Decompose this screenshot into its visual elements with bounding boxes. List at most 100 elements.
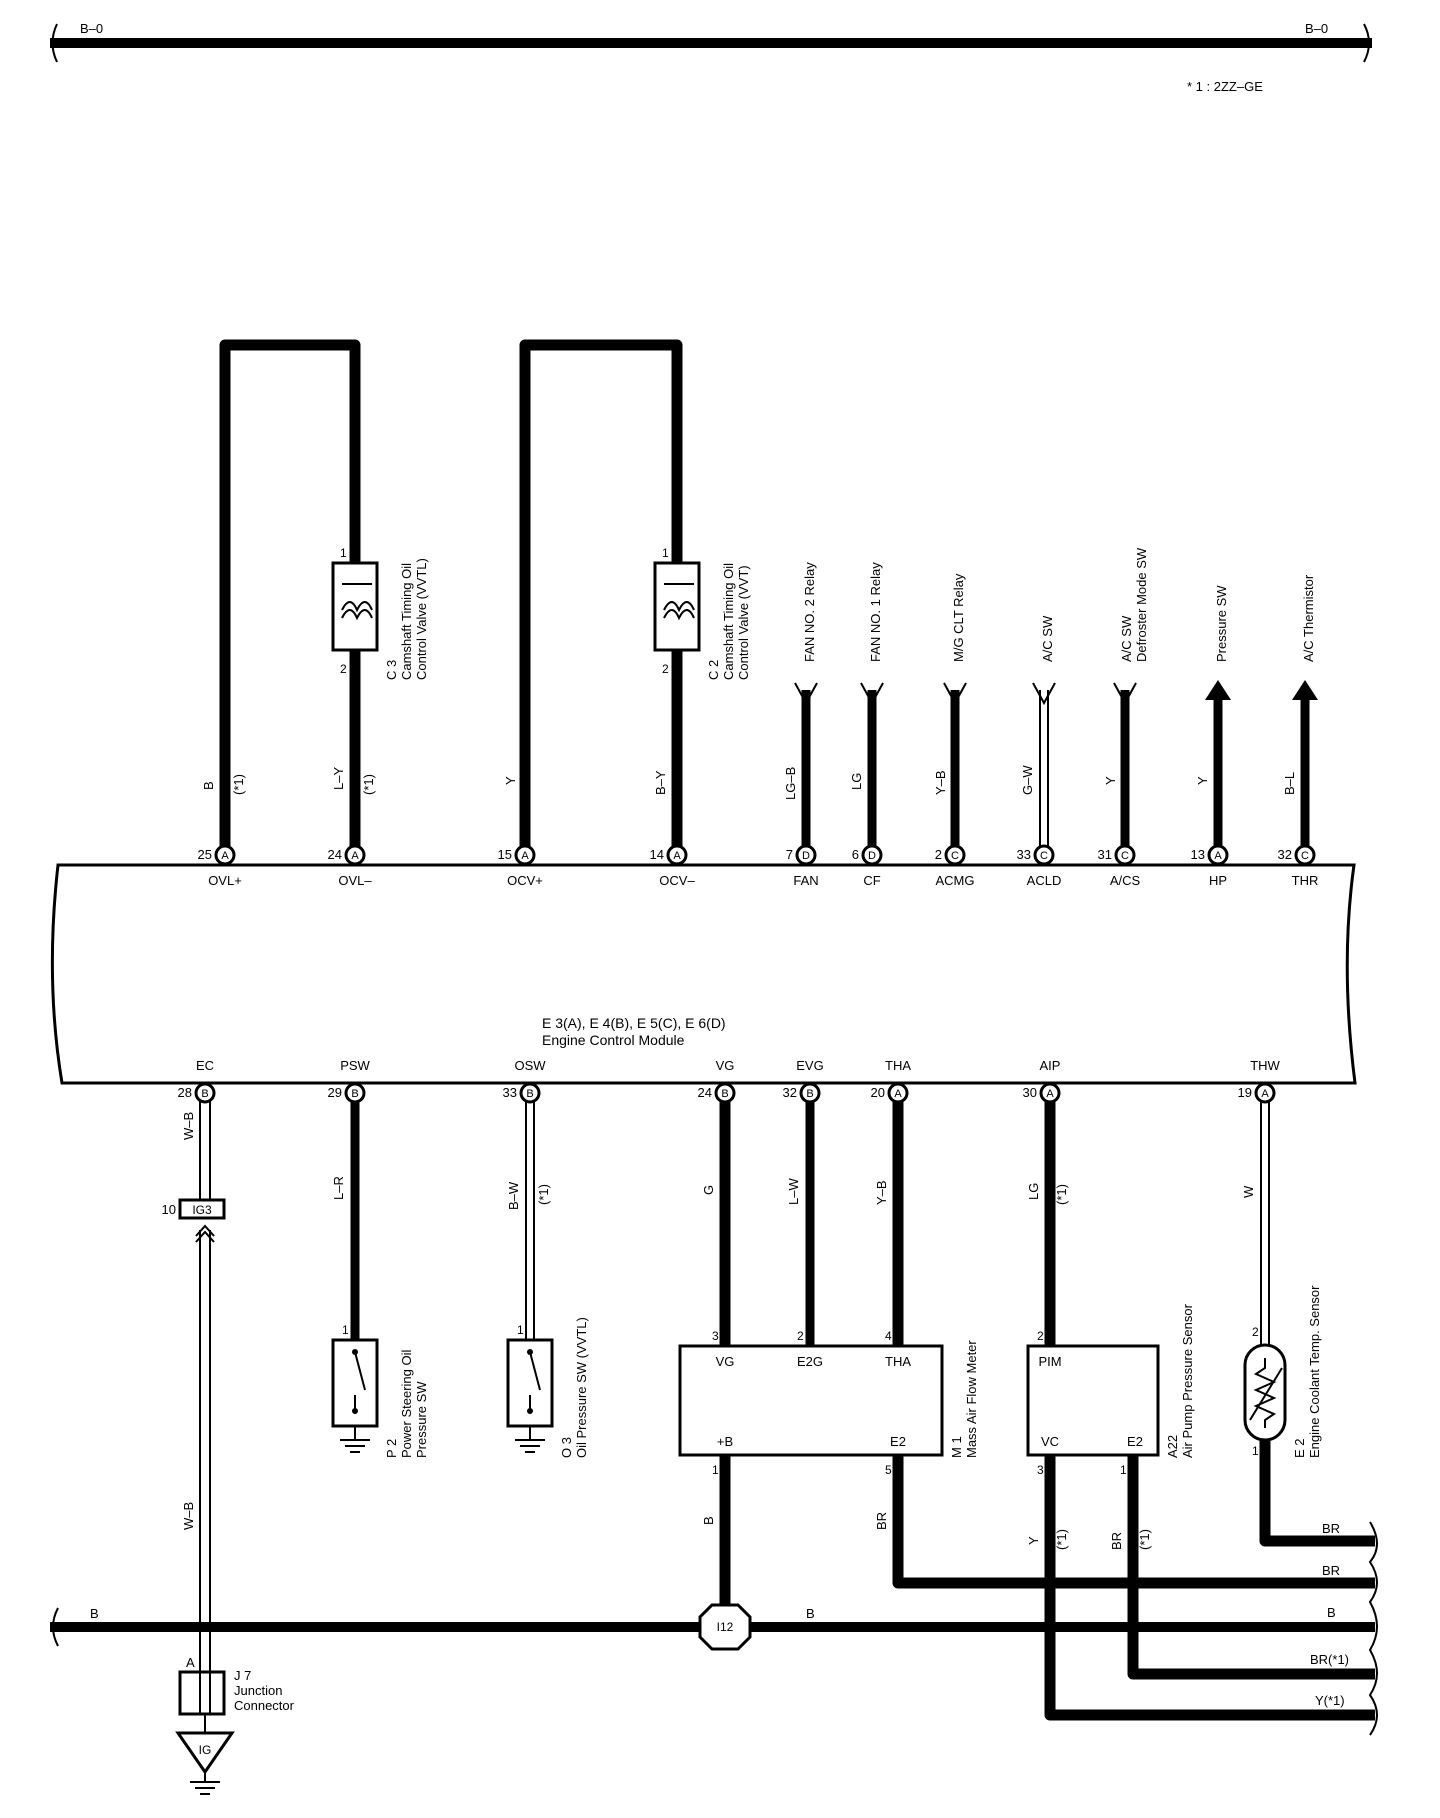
pin-conn: A — [221, 850, 229, 862]
pin-cf: D 6 CF — [852, 844, 883, 888]
pin-name: CF — [863, 873, 880, 888]
pin-name: ACLD — [1027, 873, 1062, 888]
dest-ac-thermistor: A/C Thermistor — [1301, 574, 1316, 662]
pin-hp: A 13 HP — [1191, 844, 1229, 888]
pin-num: 2 — [935, 847, 942, 862]
a22-air-pump-pressure-sensor: 2 3 1 PIM VC E2 A22 Air Pump Pressure Se… — [1026, 1303, 1195, 1477]
wire-note-a22-vc: (*1) — [1054, 1529, 1069, 1550]
pin-num: 32 — [1278, 847, 1292, 862]
m1-pin1: 1 — [712, 1463, 719, 1477]
dest-fan2-relay: FAN NO. 2 Relay — [802, 562, 817, 662]
a22-pin1: 1 — [1120, 1463, 1127, 1477]
pin-ec: B 28 EC — [178, 1058, 216, 1104]
c2-oil-control-valve: 1 2 C 2 Camshaft Timing Oil Control Valv… — [653, 546, 751, 680]
wire-label-acs: Y — [1103, 776, 1118, 785]
wire-label-osw: B–W — [506, 1181, 521, 1210]
ecm-bottom-pins: B 28 EC B 29 PSW B 33 OSW B 24 VG B 32 E… — [178, 1058, 1281, 1104]
pin-conn: C — [1121, 850, 1129, 862]
pin-conn: C — [1301, 850, 1309, 862]
pin-num: 24 — [698, 1085, 712, 1100]
pin-name: EVG — [796, 1058, 823, 1073]
wire-note-a22-e2: (*1) — [1137, 1529, 1152, 1550]
a22-line1: Air Pump Pressure Sensor — [1180, 1303, 1195, 1458]
m1-term-tha: THA — [885, 1354, 911, 1369]
output-br-1: BR — [1322, 1521, 1340, 1536]
pin-num: 19 — [1238, 1085, 1252, 1100]
dest-ac-sw-2: A/C SW — [1119, 615, 1134, 662]
e2-id: E 2 — [1292, 1438, 1307, 1458]
pin-thr: C 32 THR — [1278, 844, 1318, 888]
p2-id: P 2 — [384, 1439, 399, 1458]
pin-num: 13 — [1191, 847, 1205, 862]
pin-acld: C 33 ACLD — [1017, 844, 1062, 888]
wire-label-psw: L–R — [331, 1176, 346, 1200]
c3-line2: Control Valve (VVTL) — [414, 558, 429, 680]
ig3-connector: IG3 10 — [162, 1198, 226, 1243]
pin-acmg: C 2 ACMG — [935, 844, 975, 888]
pin-psw: B 29 PSW — [328, 1058, 371, 1104]
footnote: * 1 : 2ZZ–GE — [1187, 79, 1263, 94]
pin-conn: B — [201, 1088, 208, 1100]
ig3-pin: 10 — [162, 1202, 176, 1217]
o3-line1: Oil Pressure SW (VVTL) — [574, 1317, 589, 1458]
pin-name: A/CS — [1110, 873, 1141, 888]
ig-ground-point: IG — [175, 1731, 235, 1795]
a22-term-vc: VC — [1041, 1434, 1059, 1449]
pin-name: THW — [1250, 1058, 1280, 1073]
ig-label: IG — [199, 1743, 212, 1757]
ig3-label: IG3 — [192, 1203, 212, 1217]
c2-line1: Camshaft Timing Oil — [721, 563, 736, 680]
wire-label-vg: G — [701, 1185, 716, 1195]
pin-name: EC — [196, 1058, 214, 1073]
pin-num: 33 — [1017, 847, 1031, 862]
e2-pin2: 2 — [1252, 1325, 1259, 1339]
wire-label-hp: Y — [1195, 776, 1210, 785]
wire-note-aip: (*1) — [1054, 1184, 1069, 1205]
wire-label-ovl-minus: L–Y — [331, 767, 346, 790]
pin-name: ACMG — [936, 873, 975, 888]
engine-control-module: E 3(A), E 4(B), E 5(C), E 6(D) Engine Co… — [50, 863, 1357, 1085]
wire-note-ovl-plus: (*1) — [231, 774, 246, 795]
j7-line2: Connector — [234, 1698, 295, 1713]
top-wire-labels: B (*1) L–Y (*1) Y B–Y LG–B LG Y–B G–W Y … — [201, 765, 1297, 800]
j7-pin: A — [186, 1655, 195, 1670]
pin-conn: C — [951, 850, 959, 862]
c2-pin2: 2 — [662, 662, 669, 676]
a22-pin3: 3 — [1037, 1463, 1044, 1477]
dest-pressure-sw: Pressure SW — [1214, 585, 1229, 662]
wire-label-ocv-plus: Y — [503, 776, 518, 785]
pin-name: FAN — [793, 873, 818, 888]
top-bus: B–0 B–0 — [50, 21, 1372, 63]
a22-term-pim: PIM — [1038, 1354, 1061, 1369]
wire-label-mafm-e2: BR — [874, 1512, 889, 1530]
j7-id: J 7 — [234, 1668, 251, 1683]
destination-labels: FAN NO. 2 Relay FAN NO. 1 Relay M/G CLT … — [802, 547, 1316, 662]
m1-pin4: 4 — [885, 1329, 892, 1343]
pin-ocv-minus: A 14 OCV– — [650, 844, 695, 888]
pin-conn: D — [802, 850, 810, 862]
e2-line1: Engine Coolant Temp. Sensor — [1307, 1285, 1322, 1458]
pin-num: 33 — [503, 1085, 517, 1100]
pin-conn: B — [721, 1088, 728, 1100]
pin-conn: A — [1214, 850, 1222, 862]
e2-pin1: 1 — [1252, 1444, 1259, 1458]
pin-num: 7 — [786, 847, 793, 862]
wire-note-osw: (*1) — [536, 1184, 551, 1205]
a22-pin2: 2 — [1037, 1329, 1044, 1343]
pin-conn: A — [1261, 1088, 1269, 1100]
pin-name: HP — [1209, 873, 1227, 888]
pin-conn: A — [673, 850, 681, 862]
m1-term-vg: VG — [716, 1354, 735, 1369]
c2-pin1: 1 — [662, 546, 669, 560]
pin-ocv-plus: A 15 OCV+ — [498, 844, 543, 888]
pin-conn: A — [521, 850, 529, 862]
pin-name: AIP — [1040, 1058, 1061, 1073]
wire-label-thw: W — [1241, 1185, 1256, 1198]
m1-term-b: +B — [717, 1434, 733, 1449]
pin-conn: C — [1040, 850, 1048, 862]
a22-term-e2: E2 — [1127, 1434, 1143, 1449]
ecm-top-pins: A 25 OVL+ A 24 OVL– A 15 OCV+ A 14 OCV– … — [198, 844, 1318, 888]
wire-label-a22-e2: BR — [1109, 1532, 1124, 1550]
pin-num: 24 — [328, 847, 342, 862]
bottom-wire-labels: W–B L–R B–W (*1) G L–W Y–B LG (*1) W W–B… — [181, 1112, 1256, 1550]
